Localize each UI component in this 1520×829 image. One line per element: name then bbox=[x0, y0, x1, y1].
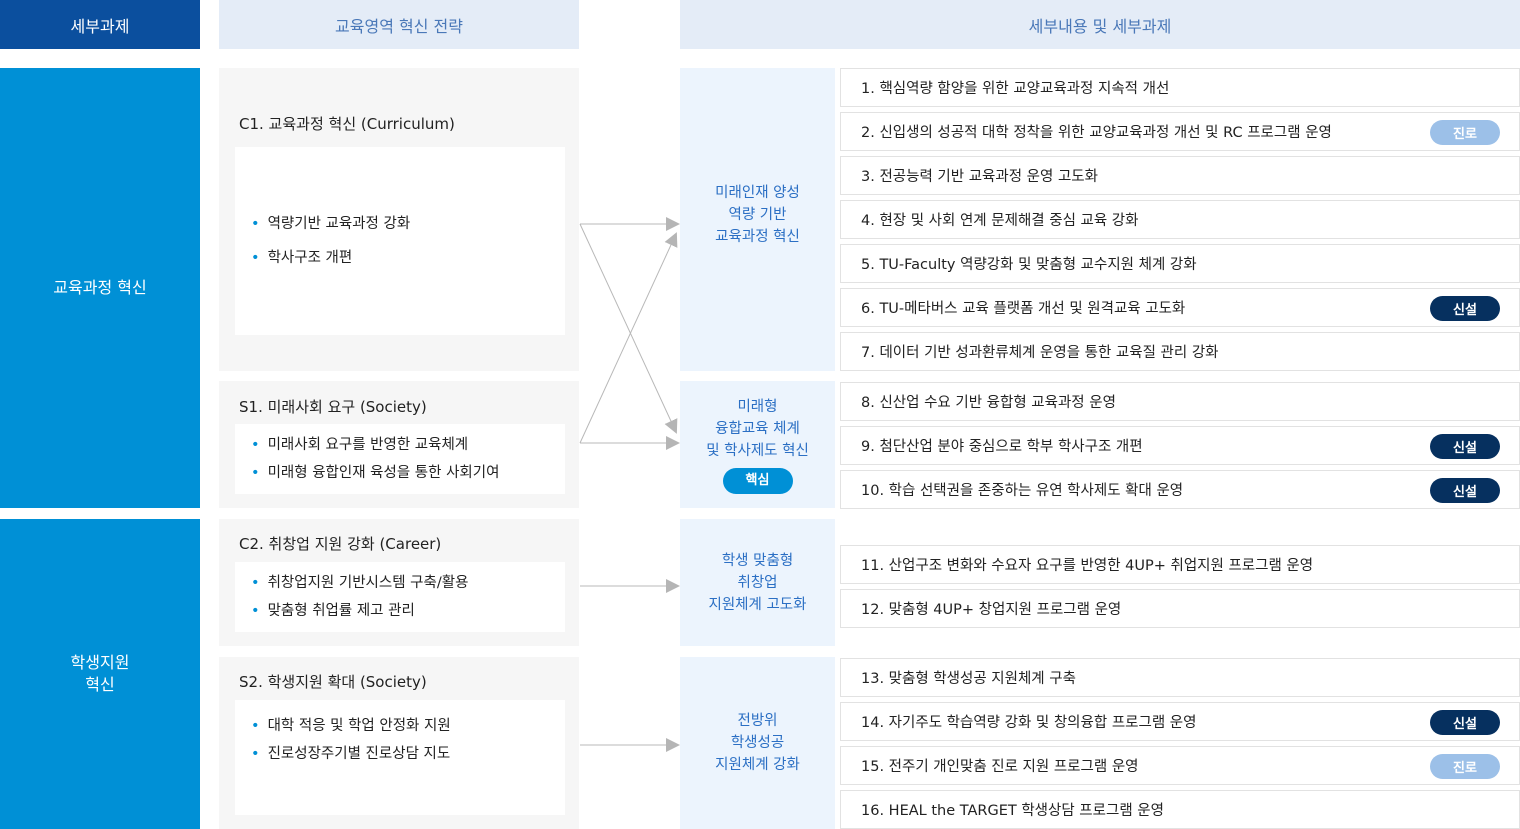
task-text: 7. 데이터 기반 성과환류체계 운영을 통한 교육질 관리 강화 bbox=[861, 345, 1219, 361]
task-item: 6. TU-메타버스 교육 플랫폼 개선 및 원격교육 고도화 신설 bbox=[840, 288, 1520, 327]
task-text: 16. HEAL the TARGET 학생상담 프로그램 운영 bbox=[861, 803, 1164, 819]
goal-label: 학생 맞춤형 취창업 지원체계 고도화 bbox=[708, 552, 807, 613]
task-text: 10. 학습 선택권을 존중하는 유연 학사제도 확대 운영 bbox=[861, 483, 1184, 499]
strategy-title: S1. 미래사회 요구 (Society) bbox=[239, 398, 427, 416]
strategy-bullet: 미래형 융합인재 육성을 통한 사회기여 bbox=[251, 459, 565, 487]
task-item: 14. 자기주도 학습역량 강화 및 창의융합 프로그램 운영 신설 bbox=[840, 702, 1520, 741]
task-item: 12. 맞춤형 4UP+ 창업지원 프로그램 운영 bbox=[840, 589, 1520, 628]
task-item: 16. HEAL the TARGET 학생상담 프로그램 운영 bbox=[840, 790, 1520, 829]
strategy-bullet: 진로성장주기별 진로상담 지도 bbox=[251, 740, 565, 768]
strategy-s1: S1. 미래사회 요구 (Society) 미래사회 요구를 반영한 교육체계 … bbox=[219, 381, 579, 508]
task-text: 12. 맞춤형 4UP+ 창업지원 프로그램 운영 bbox=[861, 602, 1122, 618]
arrow bbox=[579, 223, 678, 434]
strategy-bullet: 역량기반 교육과정 강화 bbox=[251, 210, 565, 238]
task-item: 9. 첨단산업 분야 중심으로 학부 학사구조 개편 신설 bbox=[840, 426, 1520, 465]
new-badge: 신설 bbox=[1430, 478, 1500, 503]
career-badge: 진로 bbox=[1430, 754, 1500, 779]
task-text: 1. 핵심역량 함양을 위한 교양교육과정 지속적 개선 bbox=[861, 81, 1170, 97]
strategy-c1: C1. 교육과정 혁신 (Curriculum) 역량기반 교육과정 강화 학사… bbox=[219, 68, 579, 371]
strategy-title: S2. 학생지원 확대 (Society) bbox=[239, 673, 427, 691]
strategy-bullet: 대학 적응 및 학업 안정화 지원 bbox=[251, 712, 565, 740]
goal-label: 미래인재 양성 역량 기반 교육과정 혁신 bbox=[715, 184, 800, 245]
task-item: 13. 맞춤형 학생성공 지원체계 구축 bbox=[840, 658, 1520, 697]
task-text: 4. 현장 및 사회 연계 문제해결 중심 교육 강화 bbox=[861, 213, 1139, 229]
task-item: 15. 전주기 개인맞춤 진로 지원 프로그램 운영 진로 bbox=[840, 746, 1520, 785]
task-text: 2. 신입생의 성공적 대학 정착을 위한 교양교육과정 개선 및 RC 프로그… bbox=[861, 125, 1332, 141]
strategy-title: C1. 교육과정 혁신 (Curriculum) bbox=[239, 115, 455, 133]
task-text: 8. 신산업 수요 기반 융합형 교육과정 운영 bbox=[861, 395, 1116, 411]
task-item: 1. 핵심역량 함양을 위한 교양교육과정 지속적 개선 bbox=[840, 68, 1520, 107]
core-badge: 핵심 bbox=[722, 467, 793, 494]
category-curriculum: 교육과정 혁신 bbox=[0, 68, 200, 508]
goal-box: 미래인재 양성 역량 기반 교육과정 혁신 bbox=[680, 68, 835, 371]
strategy-bullet: 학사구조 개편 bbox=[251, 244, 565, 272]
goal-box: 학생 맞춤형 취창업 지원체계 고도화 bbox=[680, 519, 835, 646]
strategy-c2: C2. 취창업 지원 강화 (Career) 취창업지원 기반시스템 구축/활용… bbox=[219, 519, 579, 646]
strategy-bullet: 취창업지원 기반시스템 구축/활용 bbox=[251, 569, 565, 597]
goal-label: 미래형 융합교육 체계 및 학사제도 혁신 bbox=[706, 398, 809, 459]
task-text: 3. 전공능력 기반 교육과정 운영 고도화 bbox=[861, 169, 1098, 185]
task-text: 13. 맞춤형 학생성공 지원체계 구축 bbox=[861, 671, 1076, 687]
header-strategy: 교육영역 혁신 전략 bbox=[219, 0, 579, 49]
category-student-support: 학생지원 혁신 bbox=[0, 519, 200, 829]
new-badge: 신설 bbox=[1430, 710, 1500, 735]
task-item: 5. TU-Faculty 역량강화 및 맞춤형 교수지원 체계 강화 bbox=[840, 244, 1520, 283]
career-badge: 진로 bbox=[1430, 120, 1500, 145]
task-text: 6. TU-메타버스 교육 플랫폼 개선 및 원격교육 고도화 bbox=[861, 301, 1186, 317]
task-text: 5. TU-Faculty 역량강화 및 맞춤형 교수지원 체계 강화 bbox=[861, 257, 1197, 273]
new-badge: 신설 bbox=[1430, 296, 1500, 321]
task-item: 3. 전공능력 기반 교육과정 운영 고도화 bbox=[840, 156, 1520, 195]
header-detail-task: 세부과제 bbox=[0, 0, 200, 49]
task-text: 9. 첨단산업 분야 중심으로 학부 학사구조 개편 bbox=[861, 439, 1143, 455]
task-text: 11. 산업구조 변화와 수요자 요구를 반영한 4UP+ 취업지원 프로그램 … bbox=[861, 558, 1314, 574]
task-text: 14. 자기주도 학습역량 강화 및 창의융합 프로그램 운영 bbox=[861, 715, 1197, 731]
task-text: 15. 전주기 개인맞춤 진로 지원 프로그램 운영 bbox=[861, 759, 1139, 775]
task-item: 2. 신입생의 성공적 대학 정착을 위한 교양교육과정 개선 및 RC 프로그… bbox=[840, 112, 1520, 151]
arrow bbox=[579, 232, 678, 444]
task-item: 8. 신산업 수요 기반 융합형 교육과정 운영 bbox=[840, 382, 1520, 421]
goal-box: 전방위 학생성공 지원체계 강화 bbox=[680, 657, 835, 829]
task-item: 7. 데이터 기반 성과환류체계 운영을 통한 교육질 관리 강화 bbox=[840, 332, 1520, 371]
strategy-title: C2. 취창업 지원 강화 (Career) bbox=[239, 535, 442, 553]
strategy-bullet: 미래사회 요구를 반영한 교육체계 bbox=[251, 431, 565, 459]
strategy-bullet: 맞춤형 취업률 제고 관리 bbox=[251, 597, 565, 625]
new-badge: 신설 bbox=[1430, 434, 1500, 459]
header-details: 세부내용 및 세부과제 bbox=[680, 0, 1520, 49]
task-item: 4. 현장 및 사회 연계 문제해결 중심 교육 강화 bbox=[840, 200, 1520, 239]
goal-label: 전방위 학생성공 지원체계 강화 bbox=[715, 713, 800, 773]
strategy-s2: S2. 학생지원 확대 (Society) 대학 적응 및 학업 안정화 지원 … bbox=[219, 657, 579, 829]
task-item: 10. 학습 선택권을 존중하는 유연 학사제도 확대 운영 신설 bbox=[840, 470, 1520, 509]
task-item: 11. 산업구조 변화와 수요자 요구를 반영한 4UP+ 취업지원 프로그램 … bbox=[840, 545, 1520, 584]
